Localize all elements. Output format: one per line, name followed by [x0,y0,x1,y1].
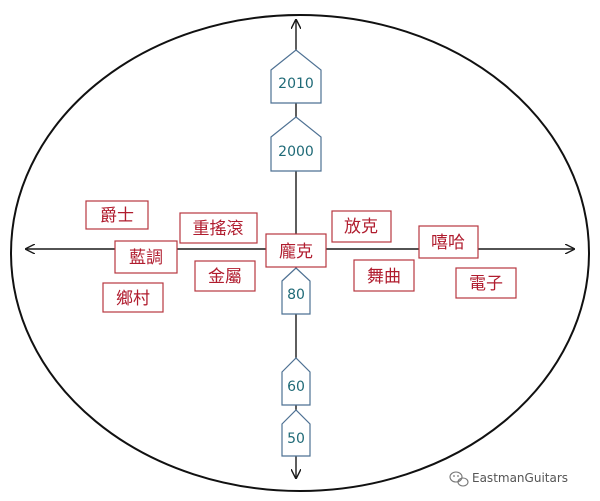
decade-label: 50 [287,431,305,447]
genre-box-country: 鄉村 [102,282,164,313]
watermark: EastmanGuitars [449,471,568,487]
genre-box-metal: 金屬 [194,260,256,292]
decade-label: 60 [287,379,305,395]
genre-label: 嘻哈 [431,233,465,253]
genre-label: 鄉村 [116,289,150,309]
genre-box-dance: 舞曲 [353,259,415,292]
decade-marker-80: 80 [281,267,311,315]
wechat-icon [449,471,469,487]
genre-box-punk: 龐克 [265,233,327,268]
genre-box-electronic: 電子 [455,267,517,299]
outer-ellipse [10,14,590,492]
genre-label: 爵士 [100,206,134,226]
watermark-label: EastmanGuitars [472,471,568,485]
genre-box-hiphop: 嘻哈 [418,225,479,259]
decade-marker-50: 50 [281,409,311,457]
genre-label: 龐克 [279,242,313,262]
genre-label: 金屬 [208,267,242,287]
decade-label: 2010 [278,76,314,92]
genre-label: 電子 [469,274,503,294]
genre-box-jazz: 爵士 [85,200,149,230]
decade-label: 2000 [278,144,314,160]
decade-marker-2010: 2010 [270,49,322,104]
genre-label: 藍調 [129,248,163,268]
decade-label: 80 [287,287,305,303]
genre-box-funk: 放克 [331,210,392,243]
decade-marker-2000: 2000 [270,116,322,172]
genre-label: 放克 [344,217,378,237]
decade-marker-60: 60 [281,357,311,406]
genre-box-blues: 藍調 [114,240,178,274]
genre-box-rock: 重搖滾 [179,212,258,244]
genre-label: 重搖滾 [193,219,244,239]
genre-label: 舞曲 [367,267,401,287]
